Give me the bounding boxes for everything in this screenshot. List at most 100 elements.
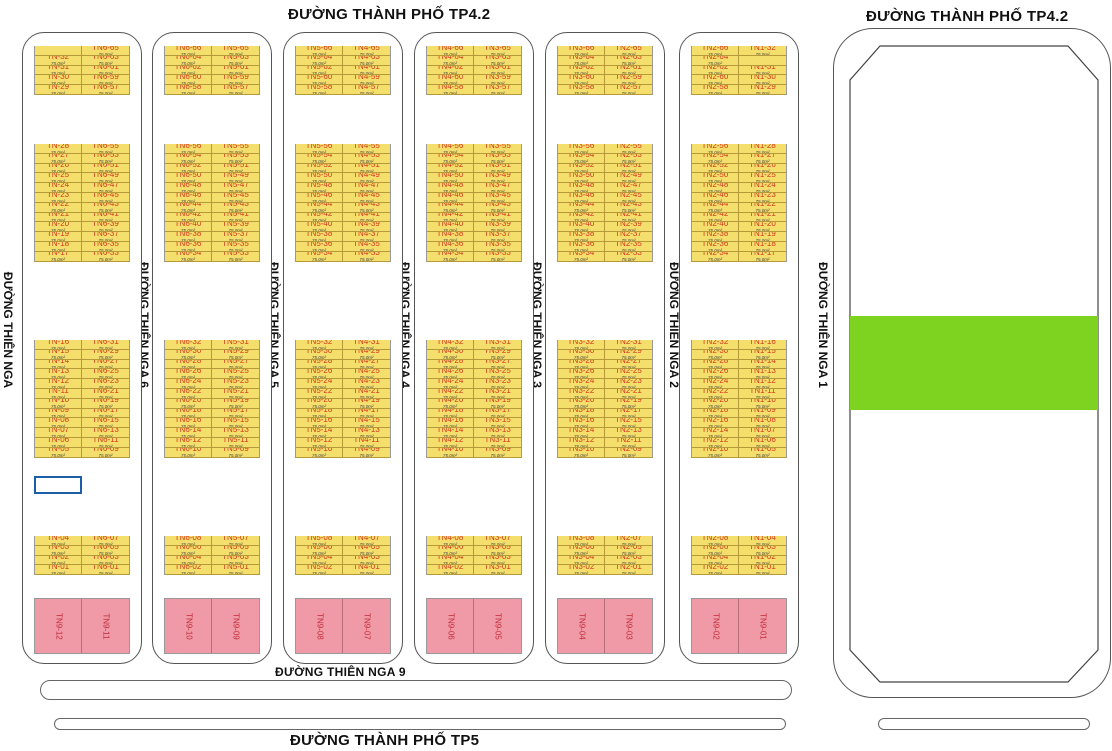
pink-lot-cell[interactable]: TN9-12 (35, 599, 82, 653)
pink-lot-cell[interactable]: TN9-03 (605, 599, 652, 653)
pink-lot-cell[interactable]: TN9-05 (474, 599, 521, 653)
pink-lot-cell[interactable]: TN9-10 (165, 599, 212, 653)
pink-lot-cell[interactable]: TN9-04 (558, 599, 605, 653)
